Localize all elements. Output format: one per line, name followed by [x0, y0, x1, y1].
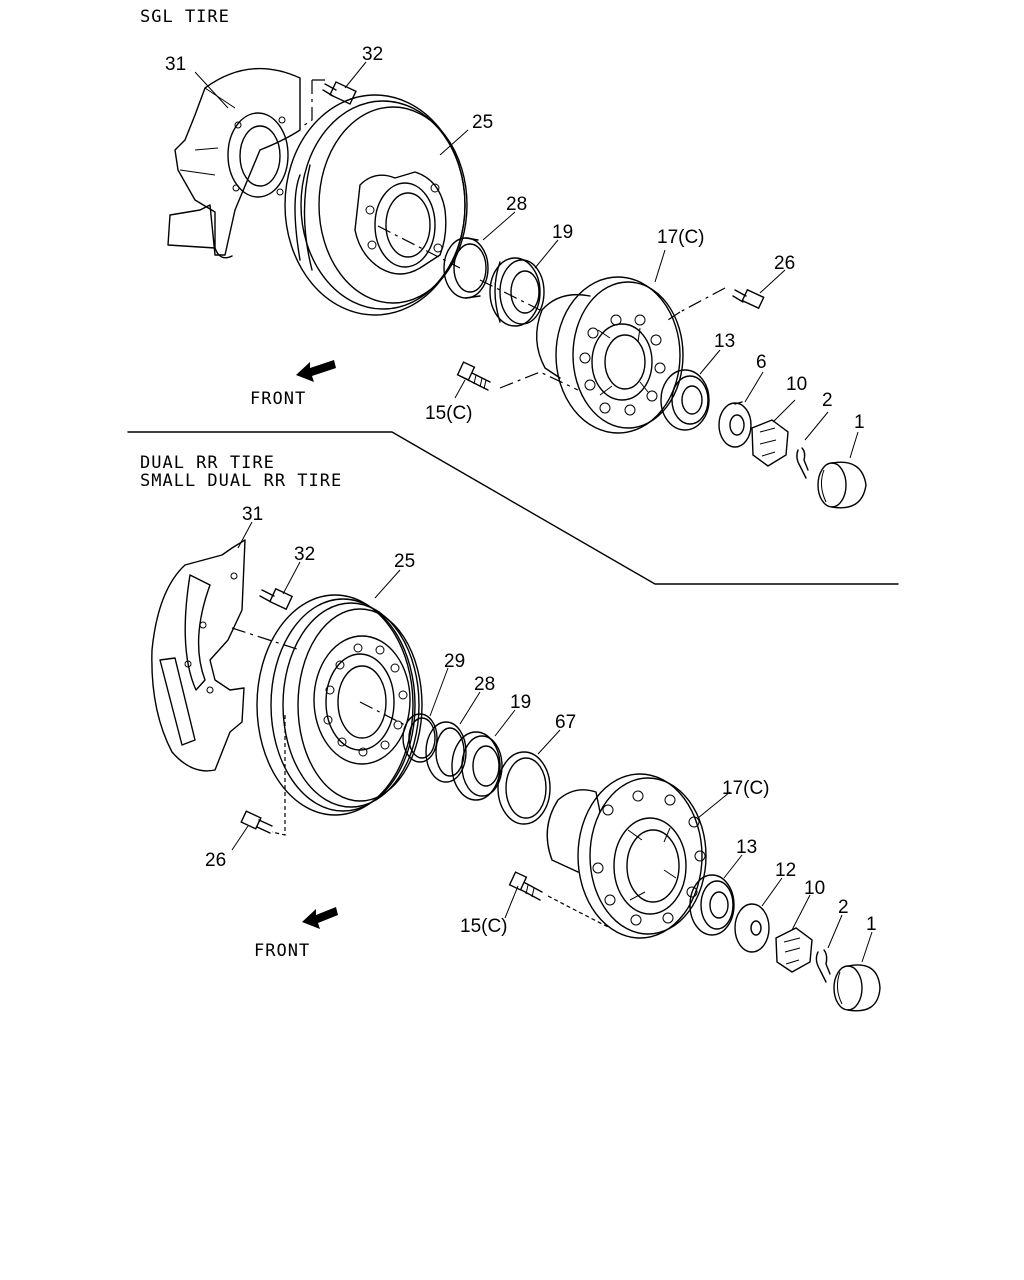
part-13-bearing [689, 874, 735, 936]
callout-26: 26 [205, 850, 226, 871]
part-25-brake-disc [256, 594, 423, 816]
section-title-single: SGL TIRE [140, 7, 230, 27]
callout-10: 10 [786, 374, 807, 395]
part-19-bearing [451, 731, 503, 801]
part-2-cotter-pin [796, 447, 809, 479]
part-13-bearing [660, 369, 710, 431]
section-divider [127, 431, 899, 585]
callout-28: 28 [474, 674, 495, 695]
callout-32: 32 [362, 44, 383, 65]
part-67-sensor-ring [497, 751, 551, 825]
callout-32: 32 [294, 544, 315, 565]
callout-15c: 15(C) [425, 403, 473, 424]
part-10-castle-nut [751, 419, 789, 467]
front-label-dual: FRONT [254, 941, 310, 961]
part-12-washer [734, 903, 770, 953]
callout-leaders-single [194, 61, 859, 459]
callout-31: 31 [242, 504, 263, 525]
part-1-hub-cap [833, 964, 881, 1012]
part-19-bearing [489, 257, 545, 327]
callout-17c: 17(C) [657, 227, 705, 248]
single-tire-section: SGL TIRE [140, 7, 867, 509]
front-arrow-icon [302, 907, 338, 929]
callout-31: 31 [165, 54, 186, 75]
callout-26: 26 [774, 253, 795, 274]
callout-13: 13 [736, 837, 757, 858]
callout-2: 2 [838, 897, 849, 918]
callout-15c: 15(C) [460, 916, 508, 937]
part-26-bolt [240, 810, 273, 834]
callout-6: 6 [756, 352, 767, 373]
callout-17c: 17(C) [722, 778, 770, 799]
callout-1: 1 [854, 412, 865, 433]
part-32-bolt [259, 587, 294, 611]
callout-leaders-dual [231, 521, 873, 963]
callout-12: 12 [775, 860, 796, 881]
section-title-dual-2: SMALL DUAL RR TIRE [140, 471, 342, 491]
callout-25: 25 [394, 551, 415, 572]
callout-67: 67 [555, 712, 576, 733]
callout-25: 25 [472, 112, 493, 133]
part-31-dust-shield [151, 539, 246, 772]
part-17c-hub [546, 773, 707, 939]
part-10-castle-nut [775, 927, 813, 973]
part-17c-hub [536, 276, 684, 434]
part-31-dust-shield [167, 67, 301, 259]
part-15c-stud [508, 871, 543, 901]
part-28-seal [443, 237, 489, 299]
callout-2: 2 [822, 390, 833, 411]
dual-tire-section: DUAL RR TIRE SMALL DUAL RR TIRE [140, 453, 881, 1012]
part-32-bolt [322, 81, 357, 105]
section-title-dual-1: DUAL RR TIRE [140, 453, 275, 473]
part-26-bolt [732, 288, 765, 310]
part-15c-stud [456, 361, 491, 391]
front-arrow-icon [296, 360, 336, 382]
callout-19: 19 [510, 692, 531, 713]
part-6-washer [718, 401, 752, 448]
callout-29: 29 [444, 651, 465, 672]
callout-1: 1 [866, 914, 877, 935]
part-25-brake-disc [284, 94, 468, 316]
callout-10: 10 [804, 878, 825, 899]
part-1-hub-cap [817, 461, 867, 509]
callout-13: 13 [714, 331, 735, 352]
callout-28: 28 [506, 194, 527, 215]
callout-19: 19 [552, 222, 573, 243]
front-label-single: FRONT [250, 389, 306, 409]
part-2-cotter-pin [815, 949, 831, 983]
part-29-ring [402, 713, 438, 763]
